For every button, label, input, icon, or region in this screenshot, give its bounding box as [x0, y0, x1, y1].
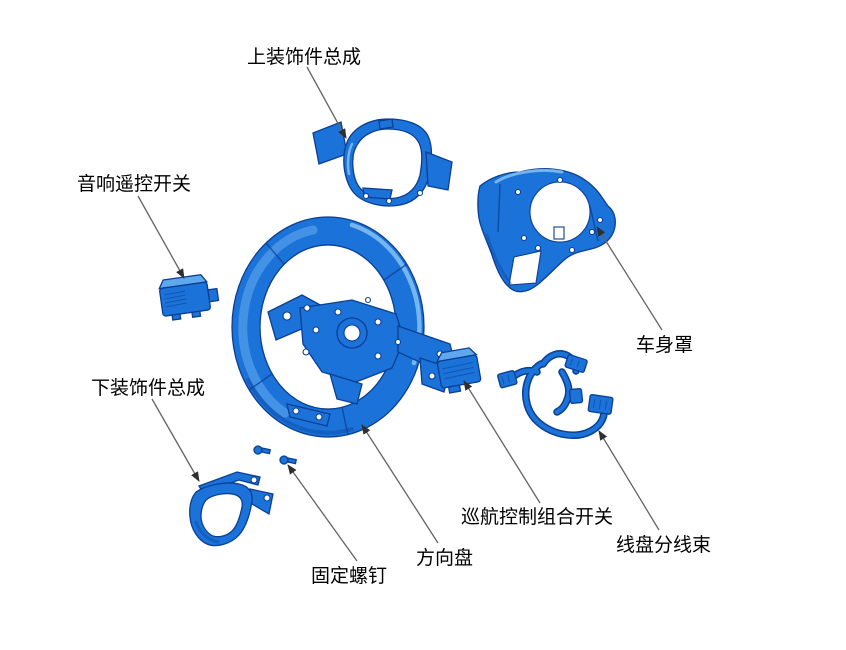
label-body-cover: 车身罩	[636, 334, 693, 356]
leader-audio-switch	[137, 195, 185, 279]
leader-upper-trim	[306, 66, 347, 139]
fixing-screw-1	[253, 445, 272, 455]
lower-trim-bracket	[249, 488, 274, 516]
harness-connector-mid	[568, 387, 584, 405]
part-cruise-control-switch	[435, 347, 482, 394]
leader-fixing-screw	[287, 464, 358, 562]
label-audio-remote-switch: 音响遥控开关	[77, 173, 191, 195]
leader-cruise-switch	[463, 380, 541, 504]
leader-harness	[598, 430, 660, 531]
part-body-cover	[477, 168, 616, 293]
part-labels: 上装饰件总成 音响遥控开关 下装饰件总成 固定螺钉 方向盘 巡航控制组合开关 线…	[77, 46, 711, 587]
rim-seam	[248, 373, 273, 391]
wheel-rim-shade	[246, 378, 354, 435]
label-fixing-screw: 固定螺钉	[311, 565, 387, 587]
upper-trim-right-wing	[425, 151, 453, 191]
rim-seam	[383, 263, 408, 281]
leader-lines	[137, 66, 663, 562]
lower-trim-body	[189, 482, 253, 547]
label-steering-wheel: 方向盘	[416, 547, 473, 569]
harness-connector-left	[497, 370, 518, 389]
leader-steering-wheel	[361, 424, 439, 544]
wheel-rim-sheen	[238, 225, 318, 418]
harness-loop	[523, 361, 607, 438]
part-fixing-screws	[253, 445, 298, 465]
hub-bore	[343, 324, 361, 342]
harness-connector-top	[564, 354, 588, 373]
rim-seam	[265, 242, 285, 265]
body-cover-lower-opening	[508, 250, 542, 286]
upper-trim-left-wing	[312, 121, 348, 165]
label-lower-trim-assembly: 下装饰件总成	[91, 377, 205, 399]
rim-seam	[341, 406, 349, 436]
part-lower-trim-assembly	[189, 471, 274, 547]
label-upper-trim-assembly: 上装饰件总成	[247, 46, 361, 68]
leader-body-cover	[596, 226, 663, 331]
body-cover-tab	[553, 226, 565, 240]
label-cruise-control-switch: 巡航控制组合开关	[461, 506, 613, 528]
cruise-switch-foot	[447, 384, 462, 394]
audio-switch-connector	[207, 287, 220, 303]
fixing-screw-2	[279, 455, 298, 465]
part-audio-remote-switch	[158, 274, 220, 321]
part-upper-trim-assembly	[312, 118, 453, 207]
part-wire-harness	[497, 350, 614, 439]
label-spiral-cable-harness: 线盘分线束	[616, 534, 711, 556]
leader-lower-trim	[151, 398, 200, 482]
part-steering-wheel	[231, 216, 455, 438]
